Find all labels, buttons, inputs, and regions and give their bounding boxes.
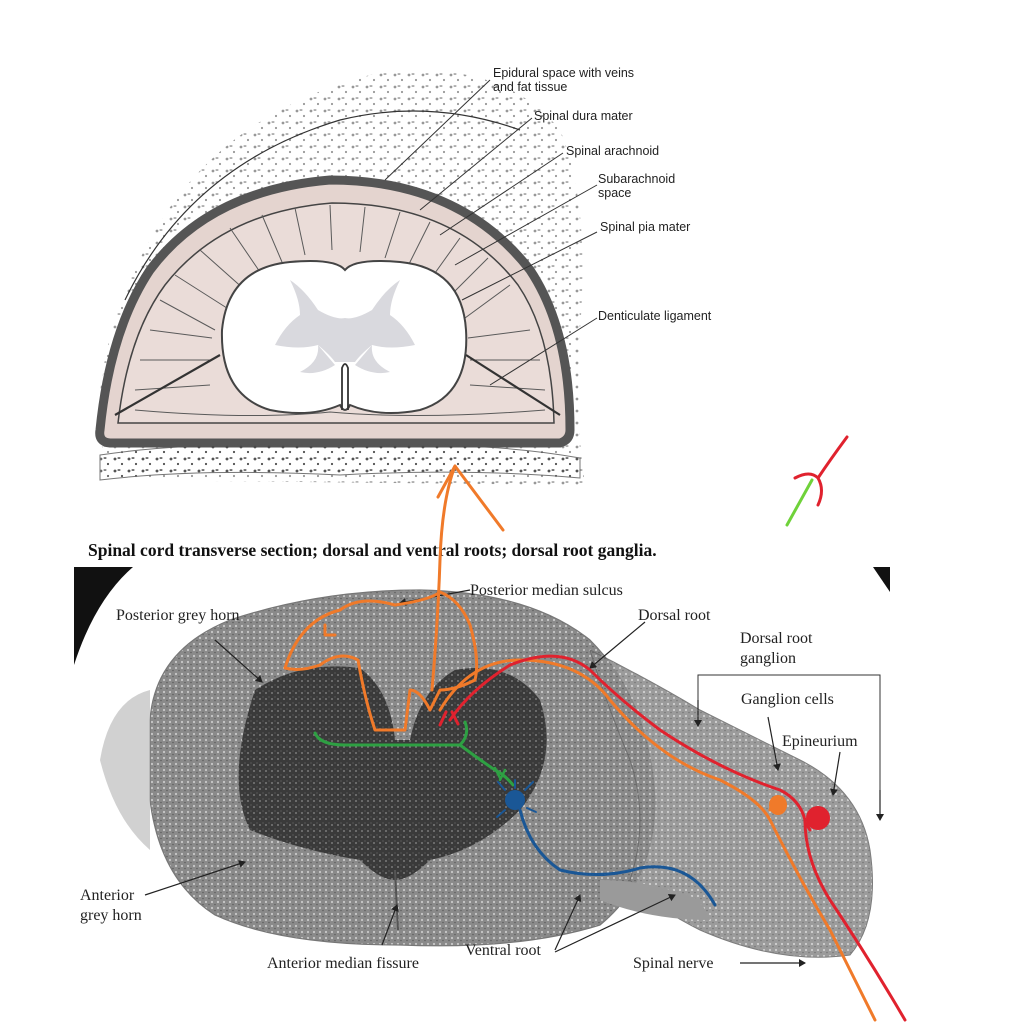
blue-dendrites: [496, 779, 537, 818]
green-synapse: [493, 766, 507, 782]
arachnoid-trabeculae: [134, 204, 546, 417]
label-anterior-grey-horn-2: grey horn: [80, 907, 142, 924]
denticulate-ligament: [114, 354, 561, 416]
anterior-horns: [300, 345, 390, 374]
blue-motor-neuron-body: [505, 790, 525, 810]
label-epineurium: Epineurium: [782, 733, 858, 750]
ventral-root-tissue: [600, 880, 710, 920]
label-subarachnoid-2: space: [598, 186, 631, 200]
label-denticulate: Denticulate ligament: [598, 309, 712, 323]
orange-ganglion-cell: [769, 795, 787, 815]
label-posterior-median-sulcus: Posterior median sulcus: [470, 582, 623, 599]
label-dorsal-root: Dorsal root: [638, 607, 711, 624]
label-ganglion-cells: Ganglion cells: [741, 691, 834, 708]
grey-matter: [275, 280, 415, 362]
label-posterior-grey-horn: Posterior grey horn: [116, 607, 240, 624]
blue-motor-axon: [518, 808, 717, 907]
red-terminal-branches: [438, 710, 460, 727]
label-pia: Spinal pia mater: [600, 220, 690, 234]
label-anterior-grey-horn-1: Anterior: [80, 887, 135, 904]
orange-dorsal-column-outline: [283, 590, 479, 732]
meninges-illustration: Epidural space with veins and fat tissue…: [95, 66, 712, 485]
red-ganglion-cell: [806, 806, 830, 830]
label-drg-1: Dorsal root: [740, 630, 813, 647]
meningeal-tissue-left: [100, 690, 150, 850]
label-drg-2: ganglion: [740, 650, 796, 667]
orange-arrowhead: [436, 464, 505, 532]
label-epidural-2: and fat tissue: [493, 80, 567, 94]
red-stalk: [803, 820, 812, 832]
red-afferent-fiber: [448, 654, 907, 1022]
anterior-median-fissure: [394, 869, 399, 931]
label-spinal-nerve: Spinal nerve: [633, 955, 713, 972]
anterior-median-fissure-top: [341, 363, 349, 410]
label-dura: Spinal dura mater: [534, 109, 633, 123]
micrograph: Posterior median sulcus Posterior grey h…: [74, 567, 890, 972]
figure-caption: Spinal cord transverse section; dorsal a…: [88, 540, 657, 560]
hand-drawn-annotations: [283, 435, 907, 1022]
label-subarachnoid-1: Subarachnoid: [598, 172, 675, 186]
label-leaders: [384, 79, 598, 386]
label-ventral-root: Ventral root: [465, 942, 542, 959]
lightgreen-stroke: [785, 478, 814, 527]
red-y-symbol: [793, 435, 849, 507]
label-arachnoid: Spinal arachnoid: [566, 144, 659, 158]
label-epidural-1: Epidural space with veins: [493, 66, 634, 80]
corner-right: [873, 567, 890, 592]
epidural-border: [124, 110, 521, 301]
grey-matter-micrograph: [238, 666, 547, 880]
orange-ascending-line: [430, 464, 457, 692]
label-anterior-median-fissure: Anterior median fissure: [267, 955, 419, 972]
corner-left: [74, 567, 133, 665]
orange-notch: [323, 623, 337, 637]
